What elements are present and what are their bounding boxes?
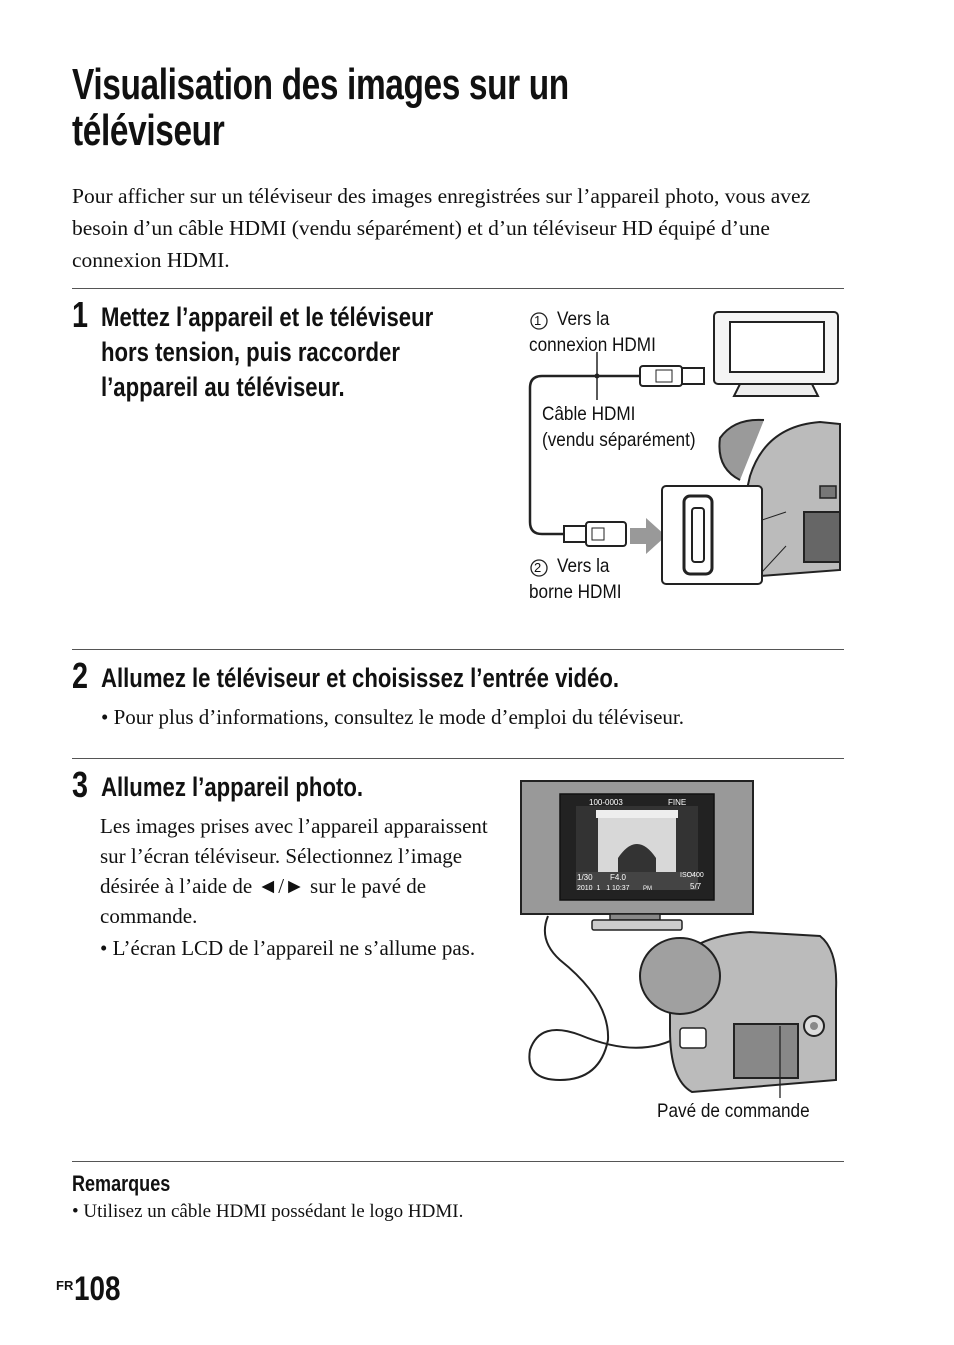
intro-paragraph: Pour afficher sur un téléviseur des imag… — [72, 184, 811, 272]
footer-lang: FR — [56, 1278, 74, 1293]
divider — [72, 758, 844, 759]
step3-bullet: • L’écran LCD de l’appareil ne s’allume … — [100, 936, 476, 960]
step2-bullet: • Pour plus d’informations, consultez le… — [101, 705, 684, 729]
page-title: Visualisation des images sur un télévise… — [72, 62, 569, 154]
step1-line2: hors tension, puis raccorder — [101, 337, 400, 367]
screen-aperture: F4.0 — [610, 873, 627, 882]
arrow-icon — [630, 518, 666, 554]
screen-count: 5/7 — [690, 882, 702, 891]
screen-quality: FINE — [668, 798, 687, 807]
screen-date: 2010 1 1 10:37 — [577, 885, 630, 892]
step3-number: 3 — [72, 764, 89, 805]
tv-playback-diagram — [520, 780, 838, 1098]
page-number: 108 — [74, 1270, 121, 1308]
cable — [528, 915, 681, 1082]
page-title-line2: téléviseur — [72, 106, 225, 155]
hdmi-cable — [528, 374, 640, 536]
screen-folder: 100-0003 — [589, 798, 623, 807]
notes-item: • Utilisez un câble HDMI possédant le lo… — [72, 1201, 464, 1222]
step2-heading: Allumez le téléviseur et choisissez l’en… — [101, 663, 620, 693]
camera-lens — [639, 937, 721, 1015]
callout-1-circle — [530, 312, 548, 330]
tv-hdmi-plug — [639, 365, 683, 387]
cable-label-line2: (vendu séparément) — [542, 429, 696, 451]
callout-1-line1: Vers la — [557, 308, 610, 330]
notes-heading: Remarques — [72, 1171, 171, 1196]
callout-2-line1: Vers la — [557, 555, 610, 577]
callout-2-line2: borne HDMI — [529, 581, 622, 603]
step3-heading: Allumez l’appareil photo. — [101, 772, 364, 802]
callout-2-number: 2 — [534, 560, 542, 575]
control-pad-label: Pavé de commande — [657, 1100, 810, 1122]
step1-heading: Mettez l’appareil et le téléviseur hors … — [101, 300, 433, 405]
page-title-line1: Visualisation des images sur un — [72, 60, 569, 109]
callout-2-circle — [530, 559, 548, 577]
cable-label-line1: Câble HDMI — [542, 403, 636, 425]
step3-paragraph: Les images prises avec l’appareil appara… — [100, 814, 488, 928]
divider — [72, 649, 844, 650]
step1-number: 1 — [72, 294, 89, 335]
callout-1-line2: connexion HDMI — [529, 334, 656, 356]
divider — [72, 288, 844, 289]
divider — [72, 1161, 844, 1162]
screen-shutter: 1/30 — [577, 873, 593, 882]
callout-1-number: 1 — [534, 313, 542, 328]
step1-line1: Mettez l’appareil et le téléviseur — [101, 302, 434, 332]
screen-pm: PM — [643, 886, 652, 892]
step2-number: 2 — [72, 655, 89, 696]
screen-iso: ISO400 — [680, 872, 704, 879]
hdmi-connection-diagram — [528, 311, 841, 585]
camera-hdmi-plug — [563, 525, 587, 543]
arch-image — [598, 816, 676, 888]
step1-line3: l’appareil au téléviseur. — [101, 372, 345, 402]
